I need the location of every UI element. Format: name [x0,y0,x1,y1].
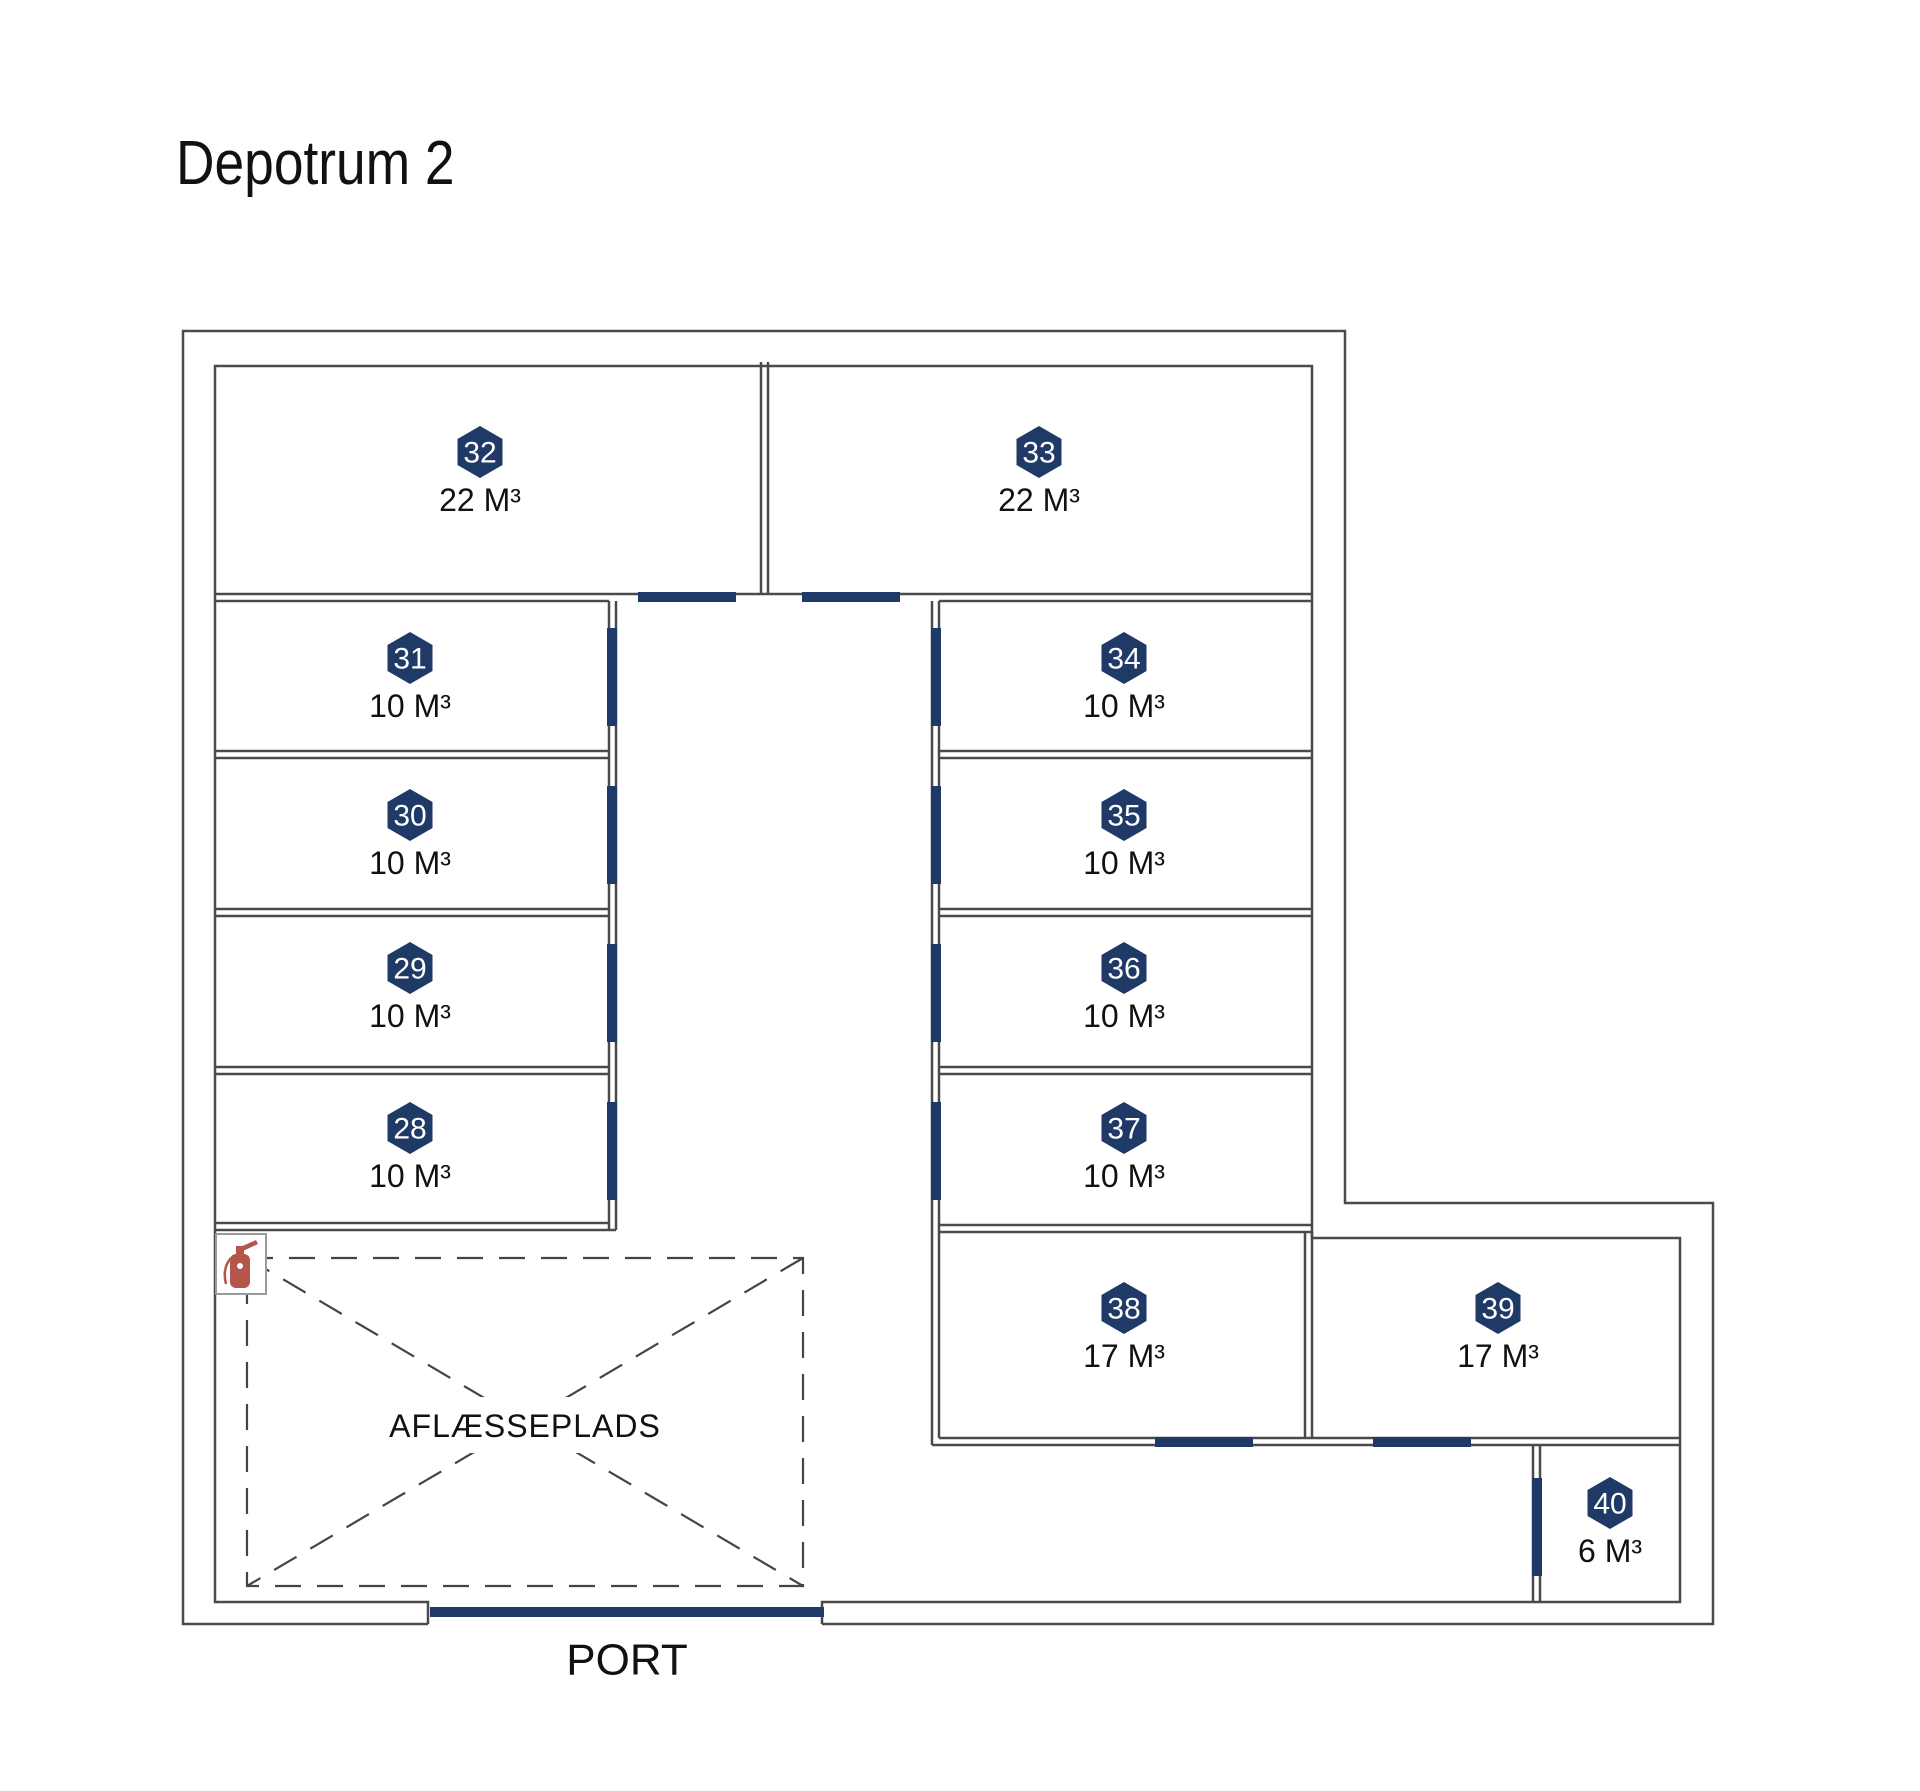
unit-volume: 10 M³ [1083,845,1165,881]
unit-badge [457,426,503,478]
storage-unit-37[interactable]: 37 10 M³ [1083,1102,1165,1194]
unit-volume: 10 M³ [1083,1158,1165,1194]
unit-number: 39 [1481,1293,1514,1326]
unit-volume: 10 M³ [369,998,451,1034]
unit-number: 31 [393,643,426,676]
storage-unit-39[interactable]: 39 17 M³ [1457,1282,1539,1374]
unit-volume: 10 M³ [1083,688,1165,724]
unit-badge [1587,1477,1633,1529]
unit-badge [1101,632,1147,684]
storage-units: 32 22 M³ 33 22 M³ 31 10 M³ 30 10 M³ 29 10 M³ 28 10 … [369,426,1642,1569]
unit-volume: 6 M³ [1578,1533,1642,1569]
storage-unit-35[interactable]: 35 10 M³ [1083,789,1165,881]
unit-number: 29 [393,953,426,986]
storage-unit-31[interactable]: 31 10 M³ [369,632,451,724]
outer-walls [181,329,1715,1626]
unit-volume: 17 M³ [1457,1338,1539,1374]
unit-badge [1475,1282,1521,1334]
storage-unit-32[interactable]: 32 22 M³ [439,426,521,518]
unit-volume: 10 M³ [369,688,451,724]
unit-number: 38 [1107,1293,1140,1326]
storage-unit-40[interactable]: 40 6 M³ [1578,1477,1642,1569]
unit-number: 33 [1022,437,1055,470]
unit-badge [387,1102,433,1154]
unit-number: 32 [463,437,496,470]
unit-badge [1016,426,1062,478]
unit-number: 40 [1593,1488,1626,1521]
storage-unit-29[interactable]: 29 10 M³ [369,942,451,1034]
unit-number: 30 [393,800,426,833]
storage-unit-36[interactable]: 36 10 M³ [1083,942,1165,1034]
port-label: PORT [566,1636,687,1685]
unit-volume: 17 M³ [1083,1338,1165,1374]
unit-volume: 10 M³ [1083,998,1165,1034]
unit-number: 37 [1107,1113,1140,1146]
unit-volume: 10 M³ [369,845,451,881]
unit-badge [387,789,433,841]
storage-unit-33[interactable]: 33 22 M³ [998,426,1080,518]
unit-number: 34 [1107,643,1140,676]
storage-unit-28[interactable]: 28 10 M³ [369,1102,451,1194]
unit-badge [1101,1282,1147,1334]
unit-volume: 10 M³ [369,1158,451,1194]
unit-badge [1101,789,1147,841]
fire-extinguisher-icon [215,1233,267,1295]
unloading-area-label: AFLÆSSEPLADS [389,1408,661,1444]
unit-number: 36 [1107,953,1140,986]
unit-number: 28 [393,1113,426,1146]
unit-badge [387,632,433,684]
unit-volume: 22 M³ [439,482,521,518]
page-title: Depotrum 2 [176,129,455,198]
storage-unit-38[interactable]: 38 17 M³ [1083,1282,1165,1374]
unit-volume: 22 M³ [998,482,1080,518]
unit-badge [1101,942,1147,994]
unit-badge [387,942,433,994]
storage-unit-30[interactable]: 30 10 M³ [369,789,451,881]
unit-badge [1101,1102,1147,1154]
doors [430,592,1542,1617]
storage-unit-34[interactable]: 34 10 M³ [1083,632,1165,724]
unit-number: 35 [1107,800,1140,833]
unloading-area: AFLÆSSEPLADS [245,1256,805,1588]
